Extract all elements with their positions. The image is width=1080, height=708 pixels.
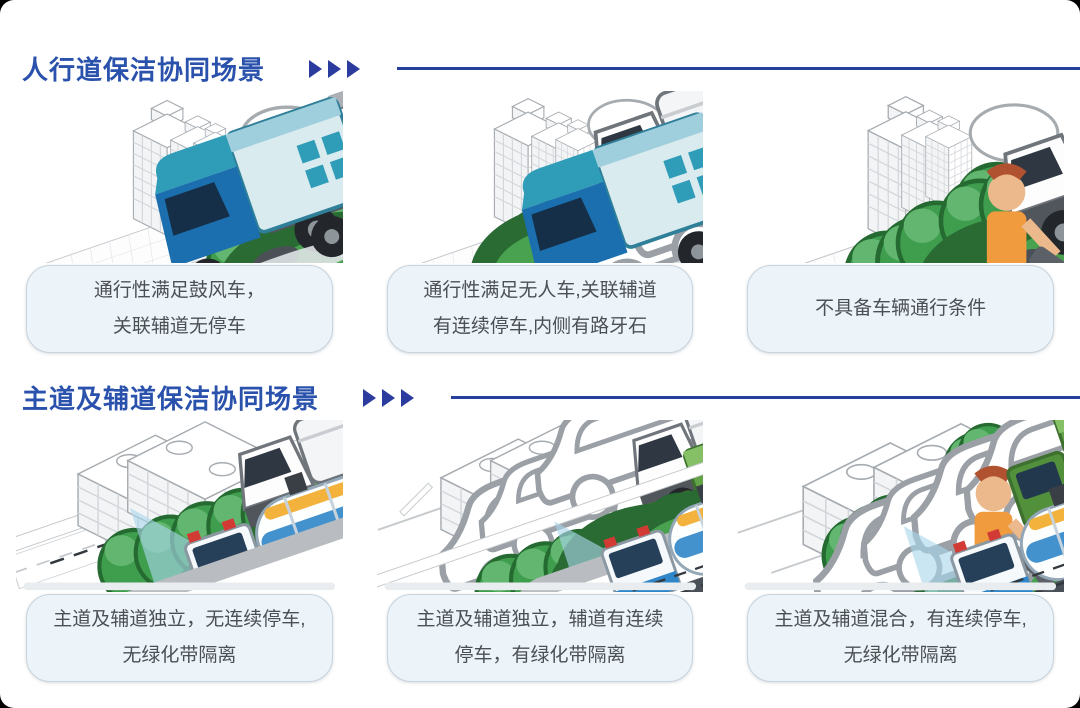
triple-right-arrows-icon <box>309 59 361 78</box>
caption-line: 有连续停车,内侧有路牙石 <box>432 316 648 337</box>
road-bottom-edge <box>384 582 696 591</box>
section-header: 人行道保洁协同场景 <box>22 0 1080 87</box>
caption-line: 主道及辅道独立，辅道有连续 <box>416 608 664 630</box>
illustration-sidewalk-not-passable <box>737 91 1064 263</box>
caption-line: 主道及辅道混合，有连续停车, <box>774 608 1027 630</box>
scenario-cards-row-2: 主道及辅道独立，无连续停车, 无绿化带隔离 <box>0 420 1080 682</box>
illustration-roads-independent-no-parking <box>16 420 343 592</box>
section-divider-line <box>451 396 1080 399</box>
illustration-roads-independent-parking-greenbelt <box>376 420 704 592</box>
scenario-cards-row-1: 通行性满足鼓风车， 关联辅道无停车 <box>0 91 1080 353</box>
section-header: 主道及辅道保洁协同场景 <box>22 353 1080 416</box>
triple-right-arrows-icon <box>363 388 415 407</box>
caption-line: 主道及辅道独立，无连续停车, <box>53 608 306 630</box>
scenario-card: 通行性满足鼓风车， 关联辅道无停车 <box>16 91 343 353</box>
illustration-sidewalk-passable-unmanned <box>376 91 704 263</box>
section-divider-line <box>397 67 1080 70</box>
caption-line: 关联辅道无停车 <box>112 316 246 337</box>
scenario-card: 主道及辅道混合，有连续停车, 无绿化带隔离 <box>737 420 1064 682</box>
caption-box: 主道及辅道独立，无连续停车, 无绿化带隔离 <box>26 594 333 682</box>
caption-box: 主道及辅道独立，辅道有连续 停车，有绿化带隔离 <box>386 594 694 682</box>
illustration-roads-mixed-parking <box>737 420 1064 592</box>
scenario-card: 主道及辅道独立，无连续停车, 无绿化带隔离 <box>16 420 343 682</box>
main-road-markings <box>624 564 704 592</box>
caption-box: 不具备车辆通行条件 <box>747 265 1054 353</box>
section-title: 人行道保洁协同场景 <box>22 55 266 85</box>
caption-line: 停车，有绿化带隔离 <box>454 645 626 666</box>
caption-box: 通行性满足无人车,关联辅道 有连续停车,内侧有路牙石 <box>386 265 694 353</box>
caption-line: 通行性满足鼓风车， <box>93 279 265 301</box>
caption-box: 主道及辅道混合，有连续停车, 无绿化带隔离 <box>747 594 1054 682</box>
illustration-sidewalk-passable-blower <box>16 91 343 263</box>
main-road-markings <box>983 563 1064 592</box>
caption-line: 通行性满足无人车,关联辅道 <box>423 279 657 301</box>
parking-divider <box>398 482 433 517</box>
scenario-card: 通行性满足无人车,关联辅道 有连续停车,内侧有路牙石 <box>376 91 704 353</box>
section-main-aux-road-scenarios: 主道及辅道保洁协同场景 <box>0 353 1080 682</box>
section-title: 主道及辅道保洁协同场景 <box>22 384 320 414</box>
caption-line: 不具备车辆通行条件 <box>815 297 987 319</box>
caption-box: 通行性满足鼓风车， 关联辅道无停车 <box>26 265 333 353</box>
greenbelt-strip <box>376 453 704 592</box>
road-bottom-edge <box>744 582 1057 591</box>
caption-line: 无绿化带隔离 <box>843 645 958 666</box>
scenario-card: 不具备车辆通行条件 <box>737 91 1064 353</box>
caption-line: 无绿化带隔离 <box>122 645 237 666</box>
road-bottom-edge <box>23 582 336 591</box>
scenario-card: 主道及辅道独立，辅道有连续 停车，有绿化带隔离 <box>376 420 704 682</box>
section-sidewalk-scenarios: 人行道保洁协同场景 <box>0 0 1080 353</box>
